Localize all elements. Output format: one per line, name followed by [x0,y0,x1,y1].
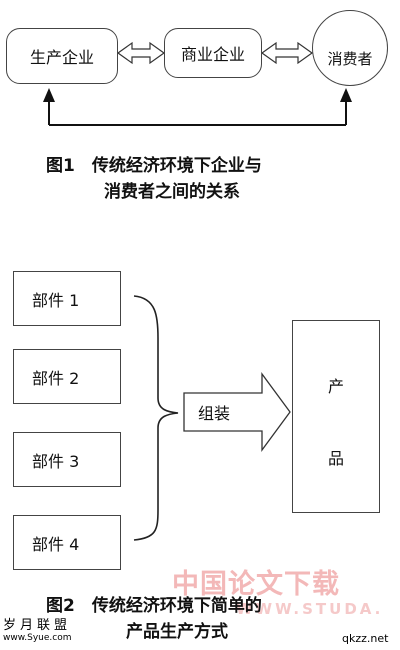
producer-box: 生产企业 [6,28,118,84]
arrowhead-to-producer [43,88,55,102]
watermark-right: qkzz.net [342,632,389,645]
watermark-left-url: www.Syue.com [3,633,72,643]
part-box-1: 部件 1 [13,271,121,326]
part-label-3: 部件 3 [32,451,80,471]
product-box: 产 品 [292,320,380,513]
feedback-loop [48,100,347,126]
watermark-center: 中国论文下载 [172,569,340,600]
figure1-caption-line1: 图1 传统经济环境下企业与 [46,156,262,176]
product-label-char1: 产 [327,377,344,396]
merchant-box: 商业企业 [164,28,262,78]
assembly-arrow [183,372,291,452]
watermark-center-url: WWW.STUDA. [236,600,384,618]
figure2-caption-line1: 图2 传统经济环境下简单的 [46,596,262,616]
watermark-left: 岁月联盟 [3,618,72,633]
grouping-brace [133,295,179,541]
part-label-4: 部件 4 [32,534,80,554]
merchant-label: 商业企业 [180,45,245,64]
figure2-caption-line2: 产品生产方式 [126,622,228,642]
arrowhead-to-consumer [340,88,352,102]
assembly-label: 组装 [198,404,231,423]
part-box-3: 部件 3 [13,432,121,487]
figure1-caption-line2: 消费者之间的关系 [104,182,240,202]
consumer-circle: 消费者 [312,10,388,86]
part-box-4: 部件 4 [13,515,121,570]
producer-label: 生产企业 [29,48,94,67]
part-box-2: 部件 2 [13,349,121,404]
part-label-1: 部件 1 [32,290,80,310]
consumer-label: 消费者 [327,50,373,68]
part-label-2: 部件 2 [32,368,80,388]
product-label-char2: 品 [327,449,344,468]
